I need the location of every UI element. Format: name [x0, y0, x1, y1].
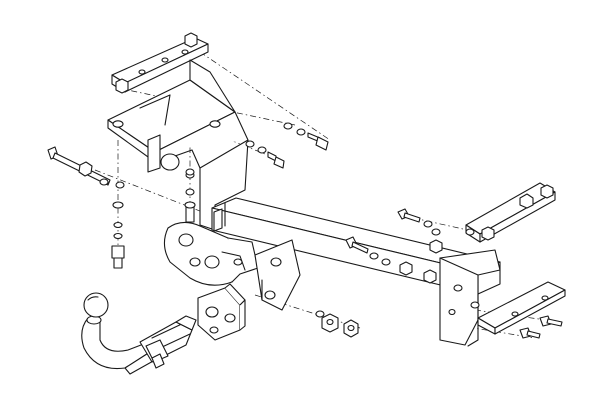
left-top-bolt [115, 32, 198, 94]
left-mounting-bracket [107, 37, 249, 231]
middle-washer-bolt-set [245, 140, 285, 169]
lower-nut-set [315, 310, 359, 338]
upper-washer-bolt-set [283, 122, 329, 151]
left-bolt-long [47, 146, 125, 189]
tow-ball [83, 292, 109, 325]
right-upper-bolt-set [397, 208, 443, 254]
left-vertical-bolt [111, 201, 125, 269]
tow-ball-neck [81, 315, 197, 375]
right-mounting-bracket [465, 182, 556, 243]
right-middle-bolt-set [345, 236, 437, 284]
right-side-plate [439, 249, 566, 347]
socket-bracket [197, 283, 246, 341]
right-lower-bolts [519, 315, 563, 339]
hitch-center-plate [163, 221, 301, 311]
bracket-bolt-vertical [184, 168, 196, 223]
